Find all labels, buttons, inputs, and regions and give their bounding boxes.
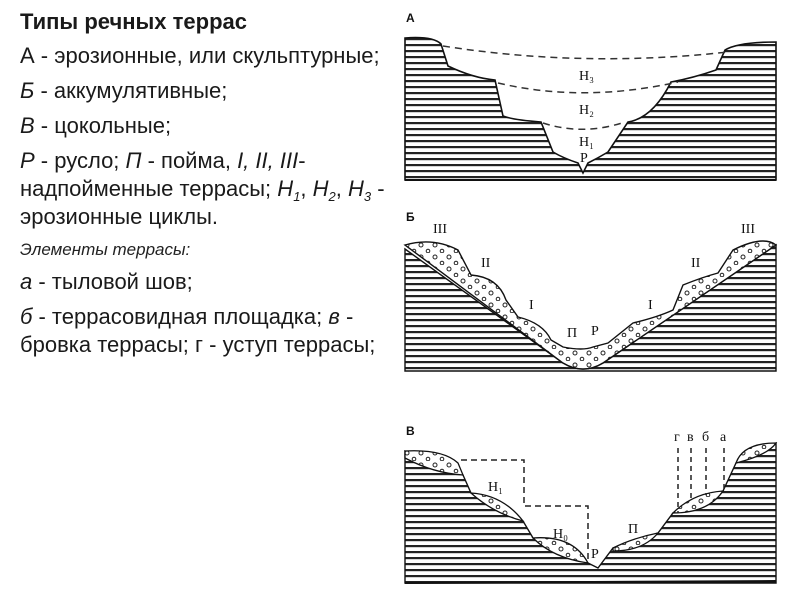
legend-erosional: А - эрозионные, или скульптурные; xyxy=(20,43,380,68)
label-iii-right: III xyxy=(741,222,755,237)
label-p: Р xyxy=(580,151,588,166)
label-b: Б xyxy=(406,210,415,224)
label-c: В xyxy=(406,424,415,438)
legend-socle: В - цокольные; xyxy=(20,113,172,138)
label-h1: H₁ xyxy=(488,480,503,495)
legend-accumulative: Б - аккумулятивные; xyxy=(20,78,228,103)
label-floodplain: П xyxy=(567,326,577,341)
label-p: Р xyxy=(591,547,599,562)
elements-heading: Элементы террасы: xyxy=(20,240,191,259)
label-ii-right: II xyxy=(691,256,701,271)
legend-symbols: Р - русло; П - пойма, I, II, III- надпой… xyxy=(20,148,385,229)
label-h2: H₂ xyxy=(579,103,594,118)
diagram-accumulative-terraces: Б III II I П Р I II III xyxy=(403,205,778,375)
label-p: Р xyxy=(591,324,599,339)
label-iii-left: III xyxy=(433,222,447,237)
element-rear-seam: а - тыловой шов; xyxy=(20,269,193,294)
label-h0: H₀ xyxy=(553,527,568,542)
label-a-small: а xyxy=(720,430,727,445)
label-h1: H₁ xyxy=(579,135,594,150)
label-g: г xyxy=(674,430,680,445)
page-title: Типы речных террас xyxy=(20,9,247,34)
label-ii-left: II xyxy=(481,256,491,271)
label-a: А xyxy=(406,11,415,25)
label-h3: H₃ xyxy=(579,69,594,84)
diagram-socle-terraces: В H₁ H₀ Р П г в б а xyxy=(403,413,778,585)
diagram-erosional-terraces: А H₃ H₂ H₁ Р xyxy=(403,8,778,183)
element-platform: б - террасовидная площадка; в - бровка т… xyxy=(20,304,376,357)
text-column: Типы речных террас А - эрозионные, или с… xyxy=(20,8,400,366)
label-i-right: I xyxy=(648,298,653,313)
label-b-small: б xyxy=(702,430,709,445)
label-floodplain: П xyxy=(628,522,638,537)
label-v: в xyxy=(687,430,694,445)
label-i-left: I xyxy=(529,298,534,313)
